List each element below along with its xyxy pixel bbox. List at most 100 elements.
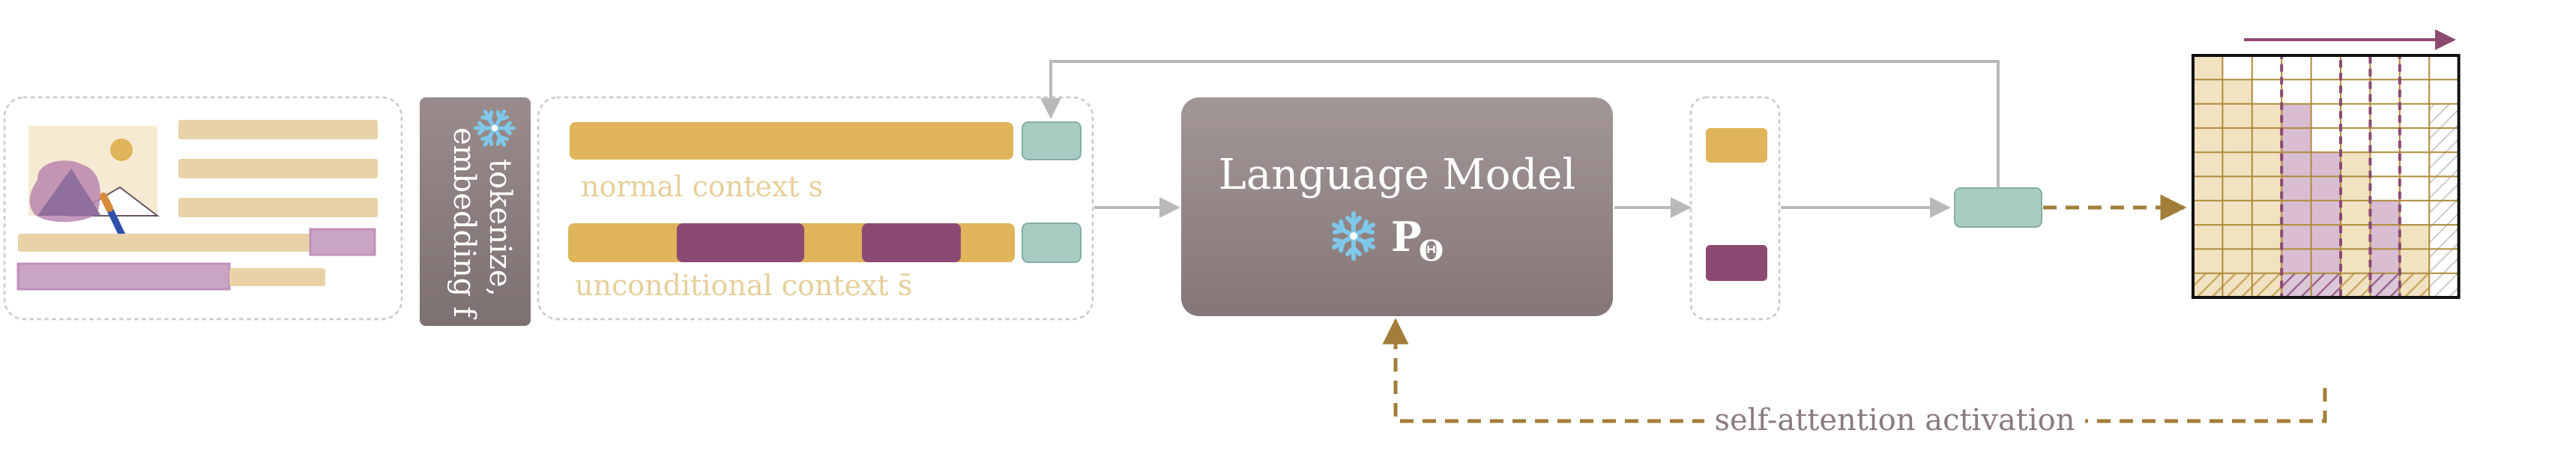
attention-cell — [2399, 176, 2430, 201]
attention-cell — [2251, 55, 2282, 80]
attention-cell — [2341, 127, 2371, 153]
attention-cell — [2370, 225, 2400, 249]
attention-cell — [2193, 152, 2223, 177]
normal-context-label: normal context s — [581, 170, 823, 203]
attention-cell — [2281, 200, 2311, 226]
attention-cell — [2222, 79, 2252, 104]
text-line — [229, 268, 325, 286]
attention-cell-hatched — [2429, 127, 2459, 153]
attention-cell — [2251, 127, 2282, 153]
attention-cell — [2311, 225, 2341, 249]
attention-cell — [2311, 152, 2341, 177]
attention-cell — [2193, 200, 2223, 226]
unconditional-context-label: unconditional context s̄ — [575, 269, 912, 302]
tokenize-label: tokenize, — [483, 159, 517, 297]
label-backdrop — [1704, 402, 2085, 442]
attention-cell-hatched — [2429, 273, 2459, 297]
attention-cell-hatched — [2311, 273, 2341, 297]
attention-cell-hatched — [2370, 273, 2400, 297]
attention-cell — [2193, 225, 2223, 249]
attention-cell — [2193, 79, 2223, 104]
attention-cell — [2251, 200, 2282, 226]
next-token-slot — [1022, 121, 1082, 160]
attention-cell — [2222, 103, 2252, 128]
output-panel — [1689, 96, 1781, 321]
masked-token-block — [677, 223, 804, 262]
attention-cell — [2341, 79, 2371, 104]
attention-cell — [2399, 225, 2430, 249]
attention-cell — [2281, 103, 2311, 128]
text-line — [178, 159, 378, 178]
attention-cell-hatched — [2222, 273, 2252, 297]
attention-cell — [2251, 79, 2282, 104]
attention-cell — [2222, 55, 2252, 80]
attention-cell — [2193, 55, 2223, 80]
attention-cell — [2311, 127, 2341, 153]
next-token-slot — [1022, 223, 1082, 263]
attention-cell — [2370, 103, 2400, 128]
attention-cell — [2399, 200, 2430, 226]
attention-cell — [2341, 200, 2371, 226]
attention-cell — [2341, 152, 2371, 177]
attention-cell — [2370, 176, 2400, 201]
attention-cell — [2193, 127, 2223, 153]
attention-cell-hatched — [2429, 176, 2459, 201]
theta-subscript: Θ — [1419, 234, 1444, 267]
attention-cell — [2311, 249, 2341, 273]
attention-cell-hatched — [2429, 249, 2459, 273]
attention-cell-hatched — [2251, 273, 2282, 297]
attention-cell — [2281, 176, 2311, 201]
attention-cell-hatched — [2193, 273, 2223, 297]
attention-cell — [2281, 152, 2311, 177]
attention-cell — [2251, 225, 2282, 249]
attention-map — [2192, 54, 2461, 299]
attention-cell — [2193, 176, 2223, 201]
attention-cell — [2193, 249, 2223, 273]
attention-cell — [2251, 152, 2282, 177]
attention-cell — [2341, 176, 2371, 201]
document-panel — [3, 96, 403, 321]
attention-cell — [2429, 55, 2459, 80]
attention-cell — [2222, 200, 2252, 226]
attention-cell — [2251, 249, 2282, 273]
attention-cell — [2399, 152, 2430, 177]
attention-cell — [2222, 127, 2252, 153]
attention-cell-hatched — [2429, 225, 2459, 249]
masked-token-block — [862, 223, 961, 262]
attention-cell — [2341, 103, 2371, 128]
attention-cell — [2281, 249, 2311, 273]
attention-cell — [2281, 79, 2311, 104]
attention-cell — [2311, 55, 2341, 80]
masked-span — [16, 262, 231, 291]
embedding-label: embedding f — [447, 127, 481, 320]
attention-cell-hatched — [2429, 103, 2459, 128]
self-attention-label: self-attention activation — [1714, 403, 2075, 438]
attention-cell — [2281, 127, 2311, 153]
attention-cell — [2370, 55, 2400, 80]
unconditional-logits — [1706, 245, 1767, 281]
attention-cell — [2399, 127, 2430, 153]
attention-cell — [2429, 79, 2459, 104]
conditional-logits — [1706, 128, 1767, 163]
attention-cell — [2341, 225, 2371, 249]
attention-cell — [2311, 103, 2341, 128]
attention-cell — [2399, 79, 2430, 104]
attention-cell — [2399, 55, 2430, 80]
attention-cell — [2222, 176, 2252, 201]
attention-cell-hatched — [2429, 152, 2459, 177]
text-line — [178, 120, 378, 139]
attention-cell — [2370, 152, 2400, 177]
feedback-loop-arrow — [1040, 60, 2000, 188]
attention-cell-hatched — [2341, 273, 2371, 297]
brush-icon — [100, 193, 127, 242]
context-panel: normal context s unconditional context s… — [537, 96, 1094, 321]
attention-cell-hatched — [2281, 273, 2311, 297]
attention-cell — [2399, 103, 2430, 128]
attention-cell — [2311, 176, 2341, 201]
attention-cell — [2341, 249, 2371, 273]
attention-cell — [2370, 127, 2400, 153]
language-model-title: Language Model — [1219, 151, 1576, 199]
language-model-block: Language Model P Θ — [1181, 97, 1613, 316]
sampled-token — [1954, 187, 2042, 228]
